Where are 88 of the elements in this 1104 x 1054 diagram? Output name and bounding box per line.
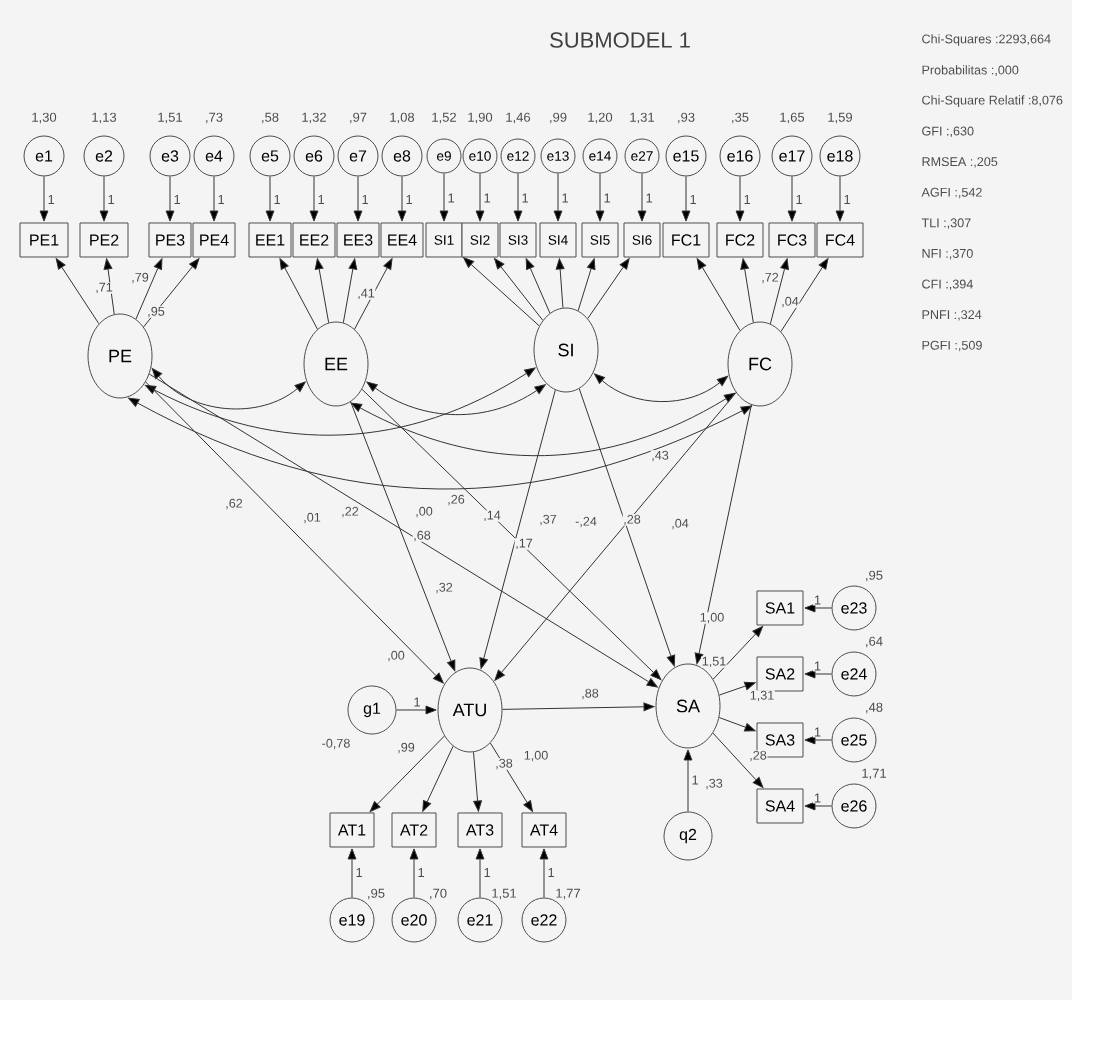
arrow — [804, 669, 832, 679]
arrow — [361, 388, 662, 681]
arrow — [683, 749, 693, 812]
arrow — [397, 176, 407, 222]
indicator-box: PE1 — [19, 222, 69, 258]
arrow — [135, 258, 163, 320]
arrow — [475, 173, 485, 222]
arrow — [55, 258, 100, 325]
indicator-box: AT2 — [391, 812, 437, 848]
arrow — [712, 626, 764, 680]
arrow — [804, 801, 832, 811]
indicator-box: SA1 — [756, 590, 804, 626]
covariance-arrow — [128, 397, 752, 490]
arrow — [342, 258, 358, 324]
arrow — [439, 173, 449, 222]
indicator-box: PE4 — [192, 222, 236, 258]
arrow — [525, 258, 551, 314]
indicator-box: SA4 — [756, 788, 804, 824]
indicator-box: PE2 — [79, 222, 129, 258]
arrow — [787, 176, 797, 222]
arrow — [637, 173, 647, 222]
arrow — [350, 401, 456, 672]
arrow — [314, 258, 330, 324]
indicator-box: PE3 — [148, 222, 192, 258]
arrow — [539, 848, 549, 898]
indicator-box: EE2 — [292, 222, 336, 258]
arrow — [265, 176, 275, 222]
arrow — [422, 745, 454, 812]
arrow — [39, 176, 49, 222]
indicator-box: AT1 — [329, 812, 375, 848]
title: SUBMODEL 1 — [550, 32, 690, 48]
indicator-box: EE4 — [380, 222, 424, 258]
indicator-box: FC2 — [716, 222, 764, 258]
arrow — [804, 735, 832, 745]
arrow — [209, 176, 219, 222]
arrow — [718, 717, 756, 732]
arrow — [735, 176, 745, 222]
arrow — [769, 258, 789, 325]
arrow — [479, 389, 556, 669]
arrow — [396, 705, 437, 715]
arrow — [347, 848, 357, 898]
arrow — [718, 681, 756, 696]
arrow — [309, 176, 319, 222]
indicator-box: FC3 — [768, 222, 816, 258]
arrow — [553, 173, 563, 222]
arrow — [148, 373, 658, 688]
arrow — [353, 176, 363, 222]
arrow — [780, 258, 829, 332]
arrow — [409, 848, 419, 898]
arrow — [578, 388, 676, 667]
arrow — [494, 392, 737, 681]
arrow — [694, 404, 752, 665]
arrow — [555, 258, 565, 309]
arrow — [369, 735, 445, 812]
indicator-box: FC4 — [816, 222, 864, 258]
indicator-box: AT4 — [521, 812, 567, 848]
covariance-arrow — [366, 381, 546, 416]
arrow — [513, 173, 523, 222]
arrow — [577, 258, 596, 312]
arrow — [463, 257, 540, 327]
arrow — [681, 176, 691, 222]
arrow — [696, 258, 741, 331]
arrow — [143, 258, 200, 328]
indicator-box: AT3 — [457, 812, 503, 848]
arrow — [99, 176, 109, 222]
arrow — [165, 176, 175, 222]
arrow — [354, 258, 393, 330]
covariance-arrow — [151, 368, 306, 410]
arrow — [804, 603, 832, 613]
arrow — [103, 258, 115, 315]
arrow — [740, 258, 754, 323]
arrow — [473, 751, 482, 812]
arrow — [712, 732, 764, 788]
arrow — [489, 742, 533, 812]
arrow — [595, 173, 605, 222]
arrow — [145, 381, 444, 684]
arrow — [587, 258, 630, 319]
arrow — [475, 848, 485, 898]
indicator-box: FC1 — [662, 222, 710, 258]
arrow — [835, 176, 845, 222]
indicator-box: EE3 — [336, 222, 380, 258]
arrow — [494, 258, 544, 321]
covariance-arrow — [144, 367, 536, 436]
covariance-arrow — [593, 373, 729, 403]
covariance-arrow — [350, 392, 736, 457]
indicator-box: EE1 — [248, 222, 292, 258]
arrow — [502, 702, 655, 712]
arrow — [279, 258, 318, 330]
